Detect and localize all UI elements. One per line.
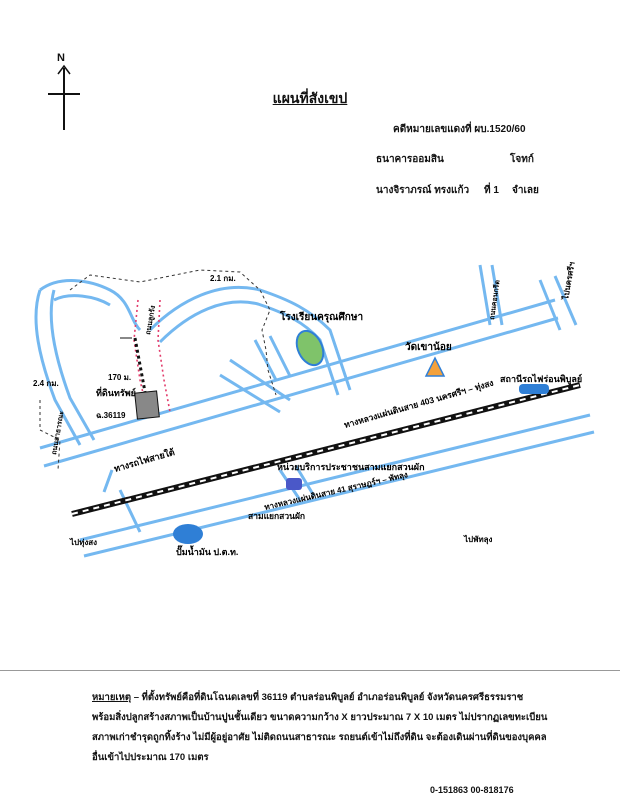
dist-170: 170 ม.: [108, 373, 131, 382]
gas-station-marker: [173, 524, 203, 544]
defendant-label: นางจิราภรณ์ ทรงแก้ว: [376, 185, 470, 196]
roads: [34, 264, 595, 558]
road-side1-label: ถนนสาธารณะ: [51, 410, 66, 455]
property-label: ที่ดินทรัพย์: [96, 386, 136, 398]
railway: [71, 382, 581, 517]
railway-label: ทางรถไฟสายใต้: [113, 446, 176, 474]
dist-2-4: 2.4 กม.: [33, 379, 59, 388]
temple-marker: [424, 356, 446, 377]
property-marker: [134, 390, 160, 420]
case-number: คดีหมายเลขแดงที่ ผบ.1520/60: [393, 124, 526, 135]
map-canvas: 2.1 กม. 2.4 กม. 170 ม. ที่ดินทรัพย์ ฉ.36…: [33, 261, 595, 558]
to-nakhon-label: ไปนครศรีฯ: [560, 261, 577, 302]
deed-label: ฉ.36119: [96, 411, 126, 420]
temple-label: วัดเขาน้อย: [405, 341, 452, 353]
note-line4: อื่นเข้าไปประมาณ 170 เมตร: [92, 752, 209, 763]
service-unit-label: หน่วยบริการประชาชนสามแยกสวนผัก: [277, 462, 425, 472]
north-arrow-icon: [48, 64, 80, 130]
to-thungsong-label: ไปทุ่งสง: [69, 537, 97, 548]
school-label: โรงเรียนครุณศึกษา: [279, 310, 363, 323]
gas-station-label: ปั๊มน้ำมัน ป.ต.ท.: [176, 545, 238, 557]
plaintiff-label: ธนาคารออมสิน: [376, 154, 444, 165]
note-footer: 0-151863 00-818176: [430, 785, 514, 795]
service-unit-marker: [286, 478, 302, 490]
distance-path-2-4: [39, 400, 61, 471]
map-title: แผนที่สังเขป: [272, 90, 348, 106]
defendant-no: ที่ 1: [484, 185, 499, 196]
defendant-role: จำเลย: [512, 185, 539, 196]
junction-label: สามแยกสวนผัก: [248, 511, 305, 521]
note-line3: สภาพเก่าชำรุดถูกทิ้งร้าง ไม่มีผู้อยู่อาศ…: [92, 732, 547, 743]
plaintiff-role: โจทก์: [510, 154, 534, 165]
note-section: หมายเหตุ – ที่ตั้งทรัพย์คือที่ดินโฉนดเลข…: [0, 670, 620, 801]
note-heading: หมายเหตุ: [92, 692, 132, 703]
footpath: [133, 299, 149, 416]
note-line1: – ที่ตั้งทรัพย์คือที่ดินโฉนดเลขที่ 36119…: [131, 692, 524, 703]
dist-2-1: 2.1 กม.: [210, 274, 236, 283]
north-label: N: [57, 52, 65, 64]
station-label: สถานีรถไฟร่อนพิบูลย์: [500, 373, 582, 385]
school-marker: [295, 329, 325, 367]
station-marker: [519, 384, 549, 394]
road-side3-label: ถนนลูกรัง: [144, 304, 158, 335]
to-phatthalung-label: ไปพัทลุง: [463, 534, 493, 545]
note-line2: พร้อมสิ่งปลูกสร้างสภาพเป็นบ้านปูนชั้นเดี…: [92, 712, 548, 723]
